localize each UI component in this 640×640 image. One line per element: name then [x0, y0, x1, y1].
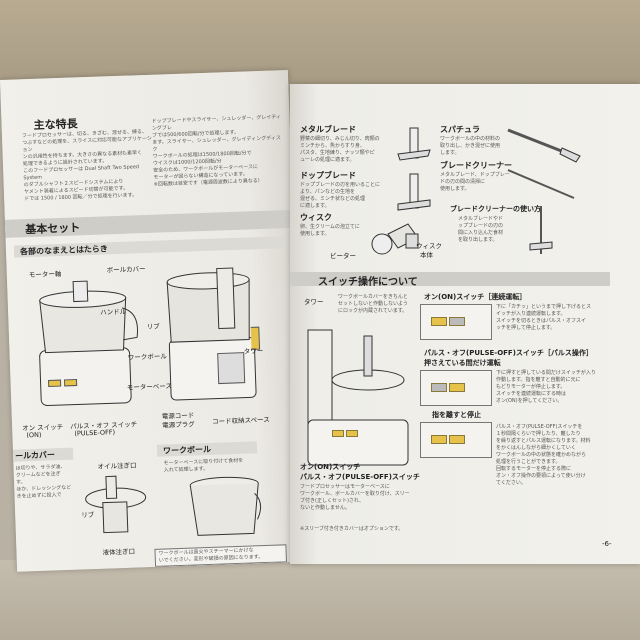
- heading-dough-blade: ドップブレード: [300, 171, 356, 180]
- heading-blade-cleaner: ブレードクリーナー: [440, 161, 512, 170]
- sleeve-note: ※スリーブ付き付きカバーはオプションです。: [300, 526, 404, 532]
- on-switch-press-icon: [431, 317, 447, 326]
- bowl-cover-illustration: [85, 475, 147, 534]
- cleaner-usage-illustration: [529, 206, 553, 254]
- label-motor-base: モーターベース: [126, 382, 173, 392]
- heading-whisk: ウィスク: [300, 213, 332, 222]
- label-lid: リブ: [146, 322, 160, 332]
- label-cover-lid: リブ: [81, 510, 95, 520]
- heading-work-bowl: ワークボール: [162, 444, 212, 456]
- dough-blade-illustration: [397, 173, 431, 211]
- food-processor-angle-illustration: [166, 267, 261, 401]
- metal-blade-illustration: [397, 127, 431, 161]
- heading-features: 主な特長: [33, 117, 78, 132]
- heading-bowl-cover: ールカバー: [14, 450, 56, 461]
- label-whisk-body-sub: 本体: [420, 251, 433, 259]
- release-off-icon: [449, 435, 465, 444]
- pulse-off-press-icon: [449, 383, 465, 392]
- features-text-right: ドップブレードやスライサー、シュレッダー、グレイティングブレ ブでは500/60…: [151, 114, 281, 188]
- left-page: 主な特長 フードプロセッサーは、切る、きざむ、混ぜる、練る、 つぶすなどの処理を…: [0, 69, 305, 572]
- page-number: -6-: [602, 540, 612, 548]
- label-work-bowl: ワークボール: [127, 352, 167, 362]
- heading-cleaner-usage: ブレードクリーナーの使い方: [450, 205, 541, 213]
- heading-pulse-sub: 押さえている間だけ運転: [424, 359, 501, 367]
- metal-blade-text: 野菜の細切り、みじん切り、肉類の ミンチから、魚からすり身、 パスタ、生地練り、…: [300, 136, 380, 163]
- label-bowl-cover: ボールカバー: [106, 265, 146, 275]
- blade-cleaner-text: メタルブレード、ドップブレー ドの刃の間の清掃に 使用します。: [440, 172, 510, 192]
- heading-metal-blade: メタルブレード: [300, 125, 356, 134]
- work-bowl-illustration: [189, 476, 262, 536]
- right-page: メタルブレード 野菜の細切り、みじん切り、肉類の ミンチから、魚からすり身、 パ…: [290, 84, 640, 564]
- heading-basic-set: 基本セット: [25, 221, 81, 237]
- spatula-illustration: [507, 128, 581, 163]
- label-whisk-body: ウィスク: [416, 242, 442, 250]
- features-text: フードプロセッサーは、切る、きざむ、混ぜる、練る、 つぶすなどの処理を、スライス…: [21, 128, 153, 203]
- whisk-text: 卵、生クリームの泡立てに 使用します。: [300, 224, 360, 237]
- label-handle: ハンドル: [100, 307, 127, 317]
- label-cord-storage: コード収納スペース: [211, 415, 270, 426]
- heading-spatula: スパチュラ: [440, 125, 480, 134]
- background-top: [0, 0, 640, 84]
- pulse-off-switch-icon: [346, 430, 358, 437]
- motor-base-switch-illustration: [307, 329, 409, 466]
- cleaner-usage-text: メタルブレードやド ップブレードの刃の 間に入り込んだ食材 を取り出します。: [458, 216, 504, 243]
- on-switch-diagram: [420, 304, 492, 340]
- label-oil-spout: オイル注ぎ口: [97, 461, 137, 471]
- spatula-text: ワークボールの中の材料の 取り出し、かき混ぜに使用 します。: [440, 136, 501, 156]
- label-liquid-spout: 液体注ぎ口: [102, 547, 136, 557]
- label-tower-right: タワー: [304, 298, 324, 306]
- off-switch-press-icon: [449, 317, 465, 326]
- release-switch-diagram: [420, 422, 492, 458]
- release-on-icon: [431, 435, 447, 444]
- on-switch-caption: オン(ON)スイッチ: [300, 463, 361, 471]
- label-on-switch-sub: (ON): [26, 430, 42, 440]
- pulse-off-text: パルス・オフ(PULSE-OFF)スイッチを １秒間隔くらいで押したり、離したり…: [496, 424, 591, 486]
- heading-parts: 各部のなまえとはたらき: [19, 244, 108, 257]
- dough-blade-text: ドップブレードの刃を用いることに より、パンなどの生地を 混ぜる、ミンチ状などの…: [300, 182, 381, 209]
- label-power-plug: 電源プラグ: [162, 420, 195, 430]
- whisk-illustration: [371, 223, 419, 255]
- pulse-text: 下に押すと押している間だけスイッチが入り 作動します。指を離すと自動的に元に も…: [496, 370, 596, 404]
- food-processor-front-illustration: [39, 280, 139, 407]
- background-bottom: [0, 560, 640, 640]
- label-pulse-off-switch-sub: (PULSE-OFF): [74, 428, 116, 438]
- on-switch-text: 下に「カチッ」というまで押し下げるとス イッチが入り連続運転します。 スイッチを…: [496, 304, 592, 331]
- label-beater: ビーター: [330, 252, 356, 260]
- work-bowl-text: モーターベースに取り付けて食材を 入れて処理します。: [163, 457, 244, 474]
- release-label: 指を離すと停止: [432, 411, 481, 419]
- heading-on-switch: オン(ON)スイッチ［連続運転］: [424, 293, 527, 301]
- switch-operation-band: [290, 272, 610, 286]
- on-switch-icon: [332, 430, 344, 437]
- heading-switch-operation: スイッチ操作について: [318, 277, 418, 288]
- footer-text: フードプロセッサーはモーターベースに ワークボール、ボールカバーを取り付け、スリ…: [300, 484, 410, 511]
- blade-cleaner-illustration: [507, 169, 575, 199]
- pulse-on-icon: [431, 383, 447, 392]
- label-motor-shaft: モーター軸: [28, 269, 62, 280]
- pulse-off-caption: パルス・オフ(PULSE-OFF)スイッチ: [300, 473, 420, 481]
- pulse-switch-diagram: [420, 370, 492, 406]
- heading-pulse: パルス・オフ(PULSE-OFF)スイッチ［パルス操作］: [424, 349, 593, 357]
- label-tower: タワー: [243, 346, 264, 356]
- tower-text: ワークボールカバーをきちんと セットしないと作動しないよう にロックが内蔵されて…: [338, 294, 408, 314]
- bowl-cover-text: ほ切りや、サラダ油、 クリームなどを注ぎ す。 ほか、ドレッシングなど きを止め…: [15, 463, 72, 500]
